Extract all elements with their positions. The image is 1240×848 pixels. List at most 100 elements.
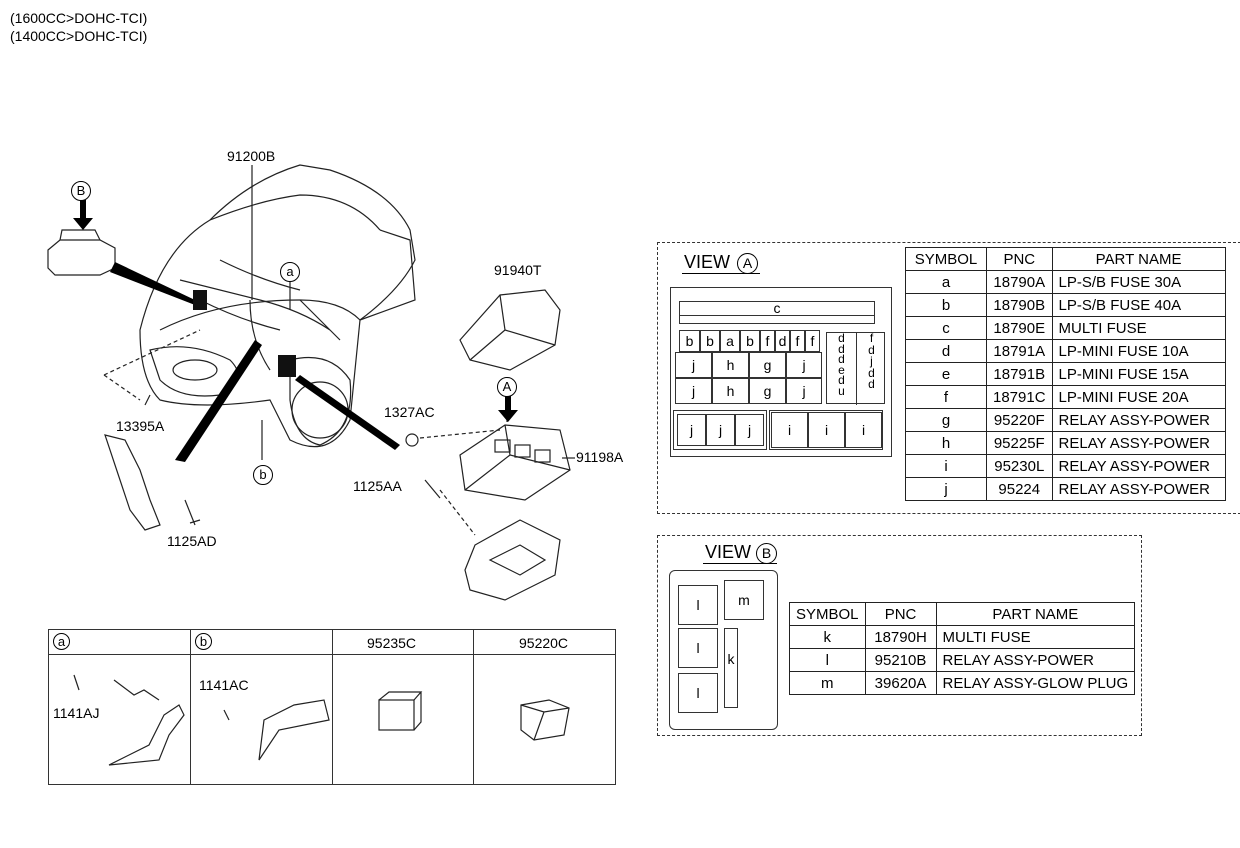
part-name-cell: RELAY ASSY-POWER: [1051, 431, 1226, 455]
mini-fuse-d: d: [838, 352, 845, 366]
relay-j1: j: [675, 352, 712, 378]
fuse-f2: f: [790, 330, 805, 352]
mini-fuse-d: d: [838, 341, 845, 356]
callout-91940T: 91940T: [494, 262, 542, 278]
pnc-cell: 18791A: [986, 339, 1053, 363]
part-name-cell: RELAY ASSY-POWER: [1051, 408, 1226, 432]
relay-j2: j: [786, 352, 822, 378]
fuse-k: k: [724, 628, 738, 708]
fuse-b1: b: [679, 330, 700, 352]
pnc-cell: 95224: [986, 477, 1053, 501]
relay-h2: h: [712, 378, 749, 404]
part-name-cell: LP-S/B FUSE 40A: [1051, 293, 1226, 317]
pnc-cell: 18791B: [986, 362, 1053, 386]
symbol-cell: l: [789, 648, 866, 672]
relay-j3: j: [675, 378, 712, 404]
col-symbol: SYMBOL: [905, 247, 987, 271]
callout-1327AC: 1327AC: [384, 404, 435, 420]
circle-B: B: [71, 181, 91, 201]
symbol-cell: c: [905, 316, 987, 340]
view-b-circle: B: [756, 543, 777, 564]
view-b-frame: [657, 535, 1142, 736]
relay-group-j: [673, 410, 767, 450]
mini-fuse-f: f: [869, 331, 874, 345]
part-name-cell: RELAY ASSY-POWER: [935, 648, 1136, 672]
detail-symbol-b: b: [195, 633, 212, 650]
pnc-cell: 95220F: [986, 408, 1053, 432]
relay-h1: h: [712, 352, 749, 378]
model-line-2: (1400CC>DOHC-TCI): [10, 28, 148, 44]
pnc-cell: 95230L: [986, 454, 1053, 478]
pnc-cell: 18790B: [986, 293, 1053, 317]
detail-drawings: [73, 674, 570, 766]
relay-g2: g: [749, 378, 786, 404]
view-a-fuse-layout: c b b a b f d f f j h g j j h g j d d d …: [670, 287, 892, 457]
pnc-cell: 18790A: [986, 270, 1053, 294]
symbol-cell: m: [789, 671, 866, 695]
symbol-cell: k: [789, 625, 866, 649]
view-a-circle: A: [737, 253, 758, 274]
col-symbol: SYMBOL: [789, 602, 866, 626]
symbol-cell: j: [905, 477, 987, 501]
pnc-cell: 39620A: [864, 671, 937, 695]
pnc-cell: 18790E: [986, 316, 1053, 340]
part-name-cell: RELAY ASSY-POWER: [1051, 454, 1226, 478]
fuse-f1: f: [760, 330, 775, 352]
detail-symbol-a: a: [53, 633, 70, 650]
mini-fuse-d: d: [868, 365, 875, 380]
detail-panel: a b 95235C 95220C 1141AJ 1141AC: [48, 629, 616, 785]
callout-13395A: 13395A: [116, 418, 165, 434]
mini-fuse-d: d: [838, 373, 845, 387]
part-name-cell: MULTI FUSE: [935, 625, 1136, 649]
col-pnc: PNC: [864, 602, 937, 626]
symbol-cell: h: [905, 431, 987, 455]
circle-b: b: [253, 465, 273, 485]
view-b-fuse-layout: l m l k l: [669, 570, 778, 730]
col-part-name: PART NAME: [935, 602, 1136, 626]
col-part-name: PART NAME: [1051, 247, 1226, 271]
callout-91200B: 91200B: [227, 148, 276, 164]
mini-fuse-column: d d d e d u f d j d d: [826, 331, 885, 405]
relay-l2: l: [678, 628, 718, 668]
mini-fuse-u: u: [838, 383, 845, 398]
mini-fuse-j: j: [870, 354, 873, 368]
detail-header-95235C: 95235C: [367, 635, 417, 651]
relay-group-i: [769, 410, 883, 450]
mini-fuse-d: d: [838, 331, 845, 345]
part-name-cell: LP-MINI FUSE 15A: [1051, 362, 1226, 386]
part-name-cell: LP-MINI FUSE 10A: [1051, 339, 1226, 363]
callout-91198A: 91198A: [576, 449, 624, 465]
part-name-cell: RELAY ASSY-GLOW PLUG: [935, 671, 1136, 695]
relay-j7: j: [735, 414, 764, 446]
symbol-cell: e: [905, 362, 987, 386]
callout-1125AA: 1125AA: [353, 478, 402, 494]
relay-j6: j: [706, 414, 735, 446]
view-b-title: VIEW: [705, 542, 752, 562]
relay-i3: i: [845, 412, 882, 448]
part-name-cell: LP-S/B FUSE 30A: [1051, 270, 1226, 294]
callout-1125AD: 1125AD: [167, 533, 217, 549]
part-name-cell: MULTI FUSE: [1051, 316, 1226, 340]
mini-fuse-d: d: [868, 342, 875, 357]
model-line-1: (1600CC>DOHC-TCI): [10, 10, 148, 26]
pnc-cell: 18791C: [986, 385, 1053, 409]
fuse-d1: d: [775, 330, 790, 352]
part-name-cell: LP-MINI FUSE 20A: [1051, 385, 1226, 409]
relay-l1: l: [678, 585, 718, 625]
view-a-title: VIEW: [684, 252, 731, 272]
fuse-f3: f: [805, 330, 820, 352]
relay-j5: j: [677, 414, 706, 446]
fuse-b2: b: [700, 330, 720, 352]
circle-a: a: [280, 262, 300, 282]
